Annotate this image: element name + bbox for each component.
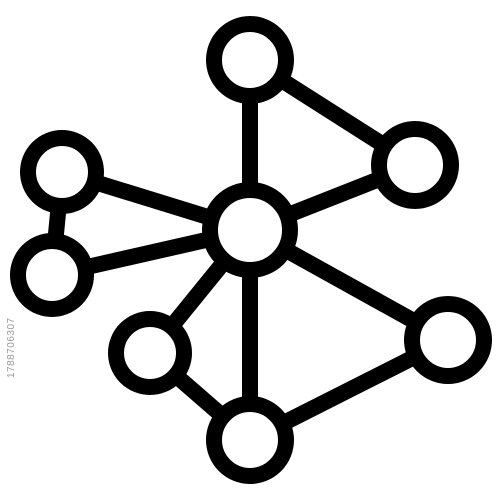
node-mid-left bbox=[10, 233, 94, 317]
nodes-group bbox=[10, 16, 492, 484]
node-upper-right bbox=[371, 121, 459, 209]
node-bottom bbox=[206, 396, 294, 484]
node-top bbox=[206, 16, 294, 104]
stock-id-watermark: 1788706307 bbox=[6, 317, 17, 378]
node-right bbox=[404, 296, 492, 384]
node-upper-left bbox=[20, 130, 104, 214]
node-lower-left bbox=[108, 311, 192, 395]
node-center bbox=[202, 182, 298, 278]
